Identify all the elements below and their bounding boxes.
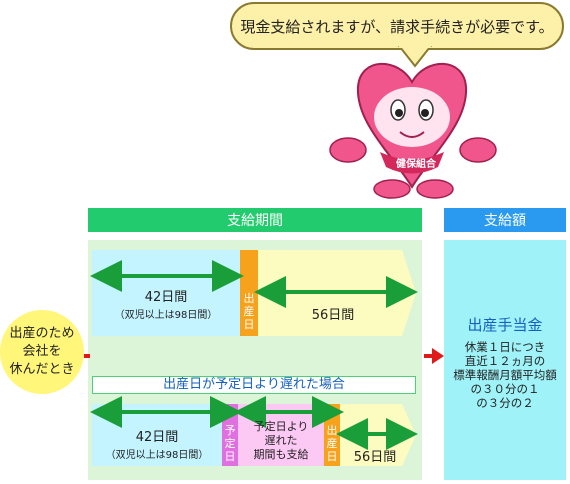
birth-char: 産 [326,437,338,450]
birth-char: 出 [243,292,255,305]
row1-birth-marker: 出 産 日 [240,292,258,331]
amount-area [444,240,566,480]
condition-line: 休んだとき [9,362,75,377]
amount-header: 支給額 [444,208,566,232]
condition-line: 会社を [22,344,62,359]
row1-after-days: 56日間 [311,308,355,323]
late-text-line: 遅れた [264,434,298,447]
due-char: 日 [224,450,236,463]
late-text-line: 期間も支給 [253,448,309,461]
row1-before-days: 42日間 [144,290,188,305]
amount-line: 標準報酬月額平均額 [453,368,557,382]
birth-char: 出 [326,424,338,437]
speech-bubble-text: 現金支給されますが、請求手続きが必要です。 [240,17,554,36]
condition-text: 出産のため 会社を 休んだとき [0,325,84,379]
late-text-line: 予定日より [253,420,309,433]
period-header-label: 支給期間 [227,213,283,229]
amount-line: の３分の２ [476,396,534,410]
row2-birth-marker: 出 産 日 [324,424,340,463]
birth-char: 産 [243,305,255,318]
row2-before-days: 42日間 [135,430,179,445]
condition-line: 出産のため [9,326,75,341]
late-birth-label: 出産日が予定日より遅れた場合 [92,376,416,394]
amount-line: 直近１２ヵ月の [464,354,546,368]
row1-before-note: （双児以上は98日間） [114,310,218,321]
row2-late-text: 予定日より 遅れた 期間も支給 [238,420,324,462]
amount-header-label: 支給額 [484,213,526,229]
due-char: 定 [224,437,236,450]
heart-mascot-icon [329,62,497,199]
row2-due-marker: 予 定 日 [222,424,238,463]
row2-after-days: 56日間 [353,450,397,465]
amount-line: の３０分の１ [470,382,540,396]
birth-char: 日 [243,318,255,331]
period-header: 支給期間 [88,208,422,232]
birth-char: 日 [326,450,338,463]
mascot-badge: 健保組合 [396,159,436,170]
speech-bubble: 現金支給されますが、請求手続きが必要です。 [230,2,564,50]
amount-title: 出産手当金 [467,316,543,334]
condition-circle [0,310,84,394]
row2-before-note: （双児以上は98日間） [105,450,209,461]
amount-line: 休業１日につき [464,340,546,354]
amount-description: 休業１日につき 直近１２ヵ月の 標準報酬月額平均額 の３０分の１ の３分の２ [448,340,562,410]
due-char: 予 [224,424,236,437]
